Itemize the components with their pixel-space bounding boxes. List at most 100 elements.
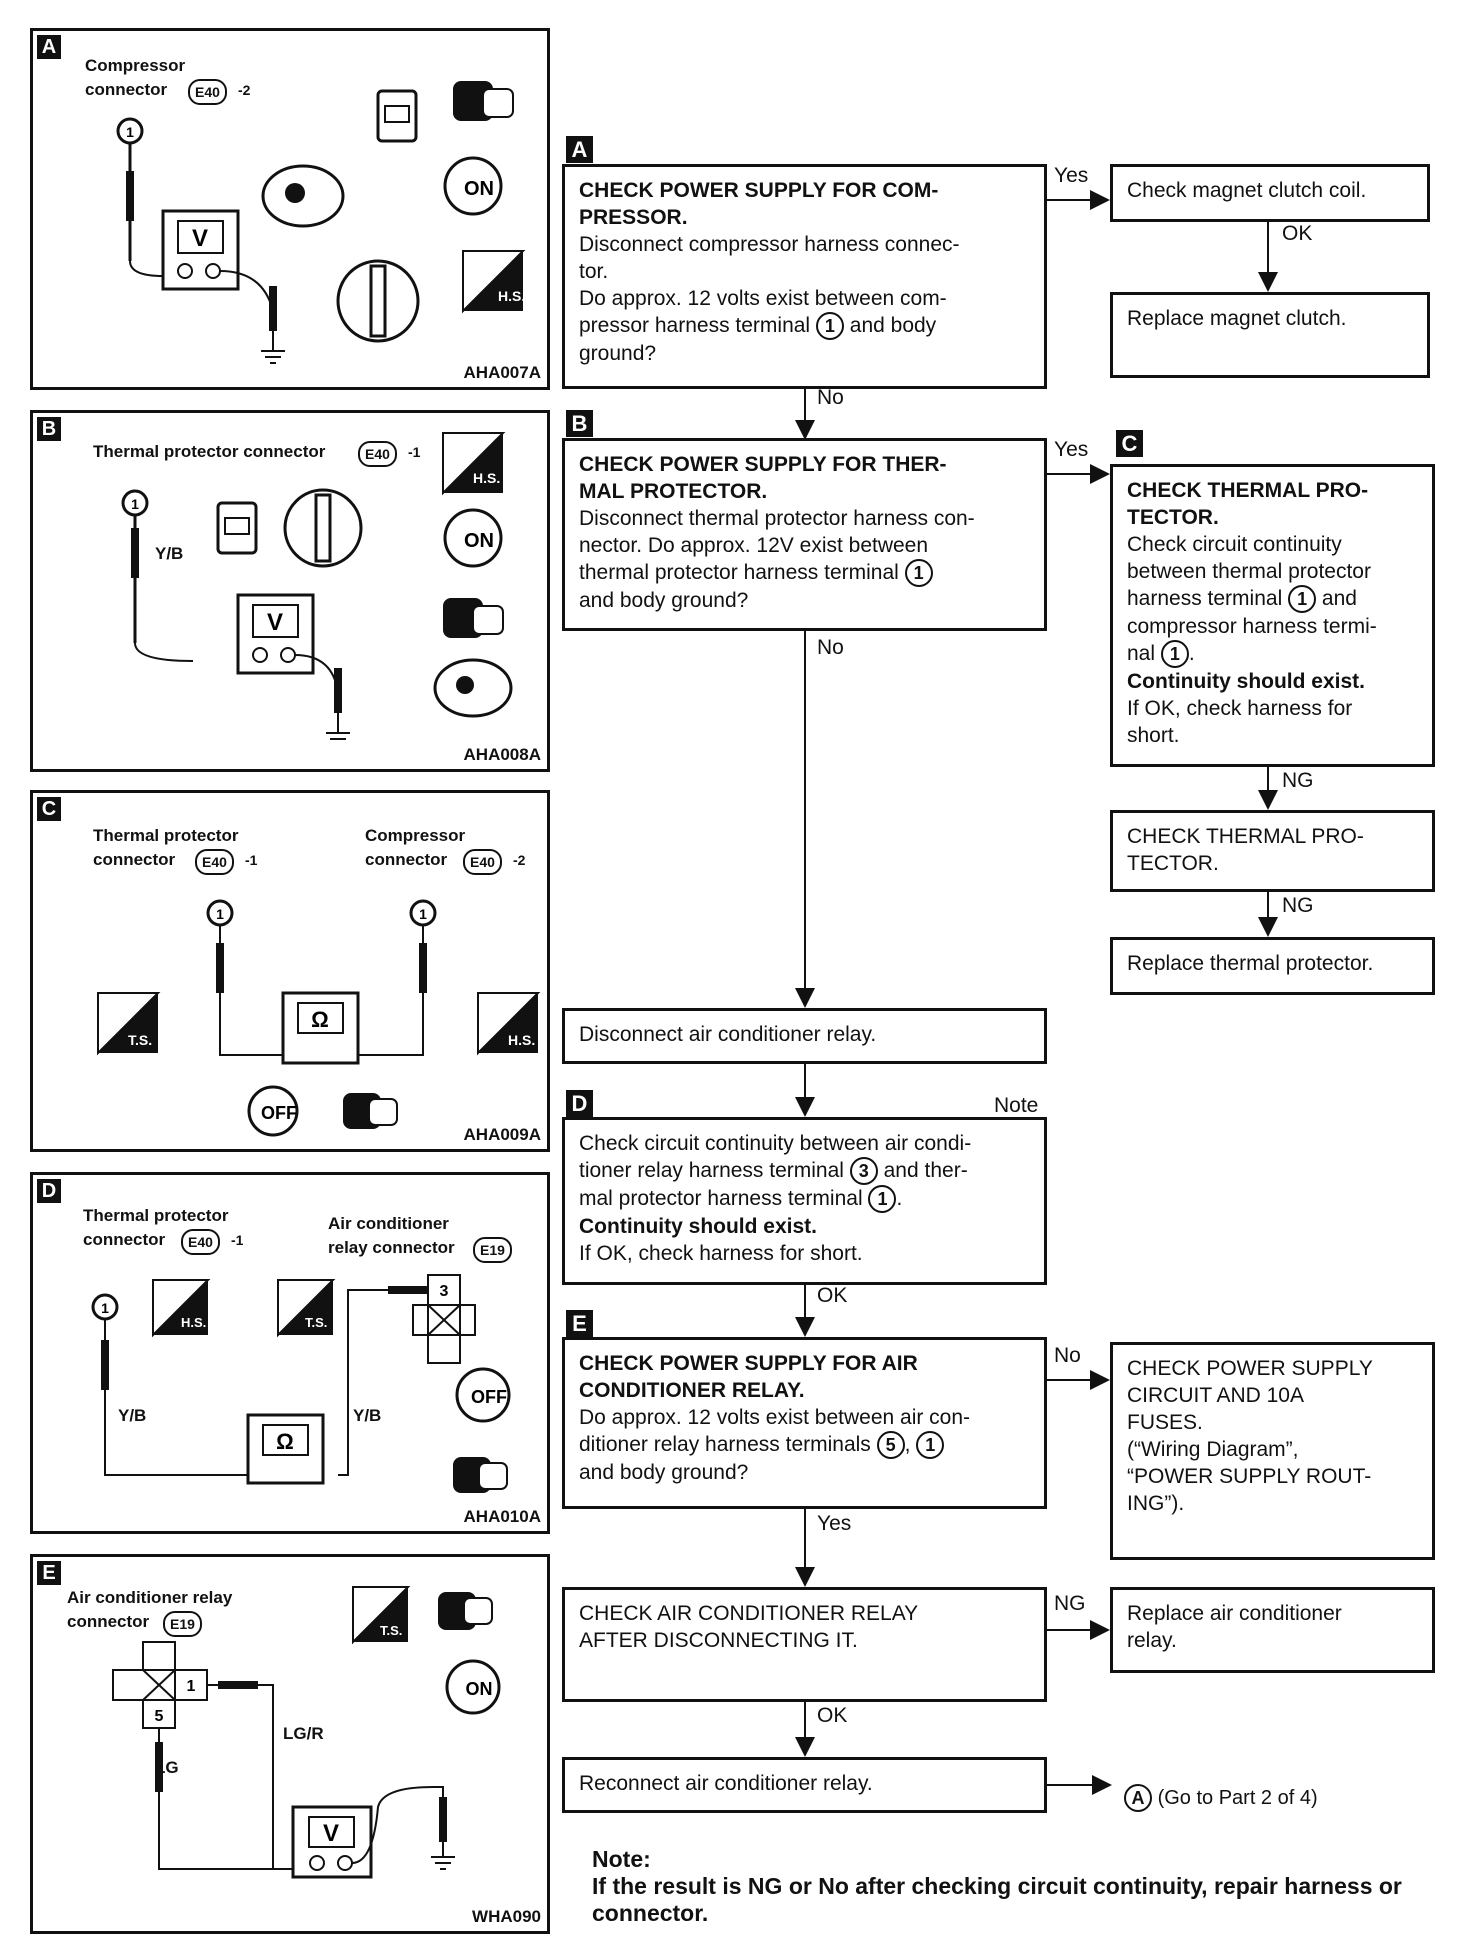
panel-c-code-2: E40 — [463, 849, 502, 875]
goto-part-2[interactable]: A (Go to Part 2 of 4) — [1124, 1784, 1318, 1812]
panel-c-label-2: connector — [93, 850, 176, 869]
step-a-title-2: PRESSOR. — [579, 206, 688, 229]
replace-tp-box: Replace thermal protector. — [1110, 937, 1435, 995]
step-d-line-3: mal protector harness terminal 1. — [579, 1185, 1030, 1213]
panel-a: A Compressor connector E40 -2 1 V ON H.S… — [30, 28, 550, 390]
step-a-line-4: pressor harness terminal 1 and body — [579, 312, 1030, 340]
ps-line-6: ING”). — [1127, 1492, 1185, 1515]
svg-text:V: V — [192, 225, 208, 252]
panel-e-label-1: Air conditioner relay — [67, 1588, 233, 1607]
svg-text:1: 1 — [131, 496, 139, 512]
svg-text:T.S.: T.S. — [380, 1623, 402, 1638]
svg-text:ON: ON — [464, 530, 494, 552]
step-c-line-3a: harness terminal — [1127, 587, 1289, 610]
step-c-line-3: harness terminal 1 and — [1127, 585, 1418, 613]
flow-badge-a: A — [566, 136, 593, 163]
replace-clutch-box: Replace magnet clutch. — [1110, 292, 1430, 378]
step-d-box: Check circuit continuity between air con… — [562, 1117, 1047, 1285]
step-a-line-1: Disconnect compressor harness connec- — [579, 233, 960, 256]
panel-e-badge: E — [37, 1561, 61, 1585]
step-a-line-4b: and body — [843, 314, 937, 337]
svg-text:Ω: Ω — [311, 1007, 329, 1032]
step-e-line-3: and body ground? — [579, 1461, 749, 1484]
svg-text:T.S.: T.S. — [305, 1315, 327, 1330]
panel-b-code: AHA008A — [463, 745, 541, 764]
step-c-line-5: nal 1. — [1127, 640, 1418, 668]
step-a-line-5: ground? — [579, 342, 657, 365]
step-d-line-1: Check circuit continuity between air con… — [579, 1132, 972, 1155]
step-b-title: CHECK POWER SUPPLY FOR THER- — [579, 453, 947, 476]
svg-text:1: 1 — [101, 1300, 109, 1316]
label-yes-b: Yes — [1054, 438, 1089, 461]
panel-c-diagram: 1 1 Ω T.S. H.S. OFF — [97, 899, 541, 1137]
footnote: Note: If the result is NG or No after ch… — [592, 1846, 1462, 1927]
step-d-line-2b: and ther- — [877, 1159, 968, 1182]
relay-check-line-1: CHECK AIR CONDITIONER RELAY — [579, 1602, 919, 1625]
step-e-box: CHECK POWER SUPPLY FOR AIR CONDITIONER R… — [562, 1337, 1047, 1509]
panel-a-connector-code: E40 — [188, 79, 227, 105]
step-c-title-2: TECTOR. — [1127, 506, 1219, 529]
step-c-line-5a: nal — [1127, 642, 1161, 665]
label-ng-relay: NG — [1054, 1592, 1086, 1615]
step-d-line-2: tioner relay harness terminal 3 and ther… — [579, 1157, 1030, 1185]
check-tp-line-2: TECTOR. — [1127, 852, 1219, 875]
reconnect-box: Reconnect air conditioner relay. — [562, 1757, 1047, 1813]
panel-e-diagram: 1 5 V T.S. ON — [112, 1586, 501, 1879]
label-no-b: No — [817, 636, 844, 659]
step-d-line-4: If OK, check harness for short. — [579, 1242, 863, 1265]
panel-d: D Thermal protector connector E40 -1 Air… — [30, 1172, 550, 1534]
label-no-a: No — [817, 386, 844, 409]
step-b-line-4: and body ground? — [579, 589, 749, 612]
panel-a-label-2: connector — [85, 80, 168, 99]
check-clutch-box: Check magnet clutch coil. — [1110, 164, 1430, 222]
terminal-5-icon: 5 — [876, 1431, 905, 1459]
label-yes-a: Yes — [1054, 164, 1089, 187]
flow-badge-e: E — [566, 1310, 593, 1337]
terminal-1-icon: 1 — [1160, 640, 1189, 668]
label-note-d: Note — [994, 1094, 1039, 1117]
label-ok-d: OK — [817, 1284, 848, 1307]
step-d-line-3b: . — [896, 1187, 903, 1210]
ps-line-2: CIRCUIT AND 10A — [1127, 1384, 1304, 1407]
svg-text:H.S.: H.S. — [498, 288, 525, 304]
goto-text: (Go to Part 2 of 4) — [1157, 1787, 1318, 1809]
panel-e-wire-1: LG/R — [283, 1724, 324, 1743]
step-e-line-1: Do approx. 12 volts exist between air co… — [579, 1406, 971, 1429]
terminal-1-icon: 1 — [868, 1185, 897, 1213]
relay-check-line-2: AFTER DISCONNECTING IT. — [579, 1629, 858, 1652]
replace-relay-line-2: relay. — [1127, 1629, 1177, 1652]
panel-a-label-1: Compressor — [85, 56, 186, 75]
label-yes-e: Yes — [817, 1512, 852, 1535]
step-e-title: CHECK POWER SUPPLY FOR AIR — [579, 1352, 918, 1375]
ps-line-3: FUSES. — [1127, 1411, 1203, 1434]
step-e-line-2b: , — [904, 1433, 917, 1456]
replace-relay-box: Replace air conditioner relay. — [1110, 1587, 1435, 1673]
svg-text:1: 1 — [126, 124, 134, 140]
svg-text:H.S.: H.S. — [473, 470, 500, 486]
step-c-line-4: compressor harness termi- — [1127, 615, 1377, 638]
panel-b-connector-code: E40 — [358, 441, 397, 467]
svg-text:T.S.: T.S. — [128, 1032, 152, 1048]
panel-b-badge: B — [37, 417, 61, 441]
step-c-line-1: Check circuit continuity — [1127, 533, 1342, 556]
terminal-1-icon: 1 — [1288, 585, 1317, 613]
svg-text:ON: ON — [466, 1679, 493, 1699]
panel-b-diagram: 1 V H.S. ON — [121, 432, 513, 740]
step-e-title-2: CONDITIONER RELAY. — [579, 1379, 805, 1402]
label-ng-tp: NG — [1282, 894, 1314, 917]
panel-b-wire: Y/B — [155, 544, 184, 563]
panel-c-pin-2: -2 — [513, 852, 526, 868]
step-a-line-3: Do approx. 12 volts exist between com- — [579, 287, 947, 310]
step-c-box: CHECK THERMAL PRO- TECTOR. Check circuit… — [1110, 464, 1435, 767]
panel-d-wire-1: Y/B — [118, 1406, 147, 1425]
step-b-line-3: thermal protector harness terminal 1 — [579, 559, 1030, 587]
svg-text:OFF: OFF — [261, 1103, 297, 1123]
ps-line-1: CHECK POWER SUPPLY — [1127, 1357, 1373, 1380]
step-b-line-2: nector. Do approx. 12V exist between — [579, 534, 929, 557]
step-c-line-7: short. — [1127, 724, 1180, 747]
panel-c-label-4: connector — [365, 850, 448, 869]
step-a-box: CHECK POWER SUPPLY FOR COM- PRESSOR. Dis… — [562, 164, 1047, 389]
svg-text:H.S.: H.S. — [508, 1032, 535, 1048]
step-d-line-2a: tioner relay harness terminal — [579, 1159, 850, 1182]
svg-text:1: 1 — [187, 1678, 196, 1695]
